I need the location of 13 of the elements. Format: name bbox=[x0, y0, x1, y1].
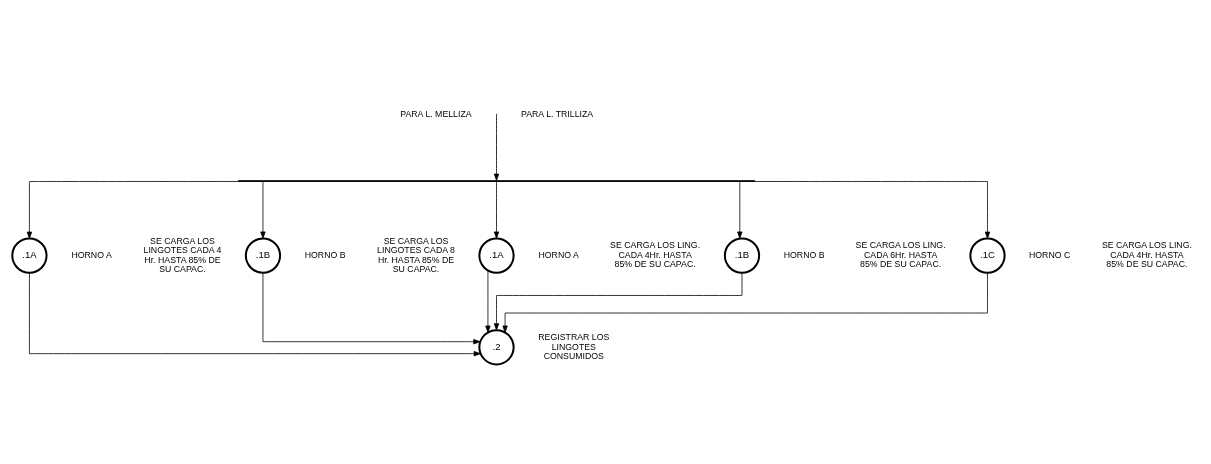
label: PARA L. MELLIZA bbox=[400, 108, 472, 119]
node-label: HORNO A bbox=[538, 249, 579, 260]
node-label: SE CARGA LOS LING. CADA 6Hr. HASTA 85% DE SU CAPAC. bbox=[855, 239, 946, 269]
node-label: SE CARGA LOS LINGOTES CADA 8 Hr. HASTA 85% DE SU CAPAC. bbox=[377, 235, 455, 274]
node-label: HORNO A bbox=[71, 249, 112, 260]
node-label: SE CARGA LOS LINGOTES CADA 4 Hr. HASTA 85% DE SU CAPAC. bbox=[143, 235, 222, 274]
node-label: HORNO C bbox=[1029, 249, 1071, 260]
node-label: SE CARGA LOS LING. CADA 4Hr. HASTA 85% DE SU CAPAC. bbox=[610, 239, 701, 269]
node-label: REGISTRAR LOS LINGOTES CONSUMIDOS bbox=[538, 331, 610, 361]
node-label: SE CARGA LOS LING. CADA 4Hr. HASTA 85% DE SU CAPAC. bbox=[1101, 239, 1192, 269]
label: PARA L. TRILLIZA bbox=[521, 108, 594, 119]
node-label: HORNO B bbox=[783, 249, 825, 260]
node-label: HORNO B bbox=[304, 249, 346, 260]
